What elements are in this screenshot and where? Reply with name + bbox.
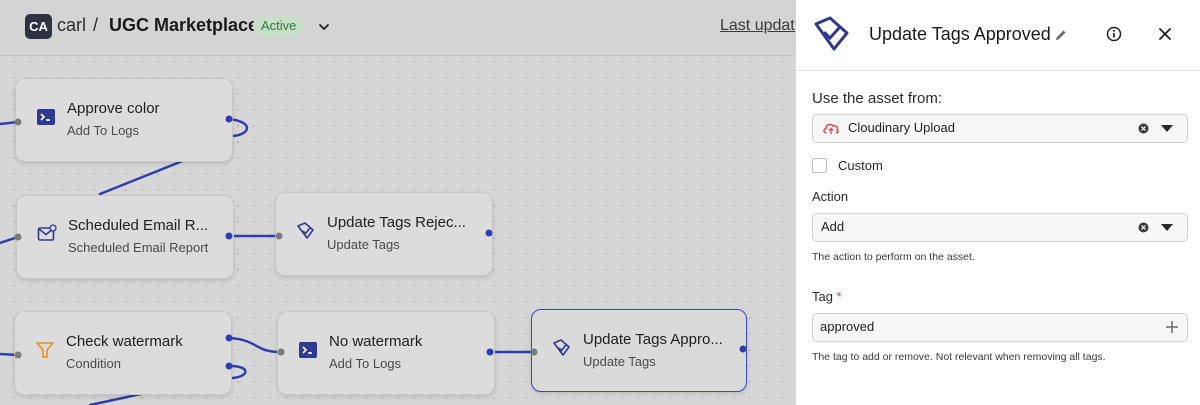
action-label: Action xyxy=(812,189,849,204)
input-port[interactable] xyxy=(14,233,22,241)
node-scheduled-email[interactable]: Scheduled Email R... Scheduled Email Rep… xyxy=(16,195,234,279)
pencil-icon[interactable] xyxy=(1054,28,1068,42)
node-subtitle: Condition xyxy=(66,356,121,371)
node-title: Scheduled Email R... xyxy=(68,217,209,234)
output-port[interactable] xyxy=(739,345,747,353)
node-subtitle: Scheduled Email Report xyxy=(68,240,209,255)
last-updated-link[interactable]: Last update xyxy=(720,17,804,34)
close-icon[interactable] xyxy=(1158,27,1172,41)
input-port[interactable] xyxy=(275,232,283,240)
output-port-true[interactable] xyxy=(225,334,233,342)
edge-approve-to-email xyxy=(98,158,187,196)
node-ports xyxy=(14,115,747,370)
action-value: Add xyxy=(821,219,845,234)
panel-header: Update Tags Approved xyxy=(796,0,1200,71)
node-check-watermark[interactable]: Check watermark Condition xyxy=(14,311,232,395)
source-value: Cloudinary Upload xyxy=(848,120,955,135)
org-avatar[interactable]: CA xyxy=(25,14,52,39)
node-title: Update Tags Appro... xyxy=(583,331,723,348)
node-title: Approve color xyxy=(67,100,160,117)
properties-panel: Update Tags Approved Use the asset from:… xyxy=(795,0,1200,405)
node-subtitle: Update Tags xyxy=(583,354,656,369)
tag-label: Tag * xyxy=(812,289,842,304)
tag-input[interactable]: approved xyxy=(812,313,1188,342)
input-port[interactable] xyxy=(277,348,285,356)
chevron-down-icon[interactable] xyxy=(316,19,332,35)
panel-title: Update Tags Approved xyxy=(869,24,1051,44)
required-marker: * xyxy=(836,289,842,304)
dropdown-caret-icon[interactable] xyxy=(1161,125,1173,133)
terminal-icon xyxy=(299,342,317,358)
dropdown-caret-icon[interactable] xyxy=(1161,224,1173,232)
plus-icon[interactable] xyxy=(1165,320,1179,334)
email-schedule-icon xyxy=(37,224,57,241)
workflow-edges xyxy=(0,117,535,405)
input-port[interactable] xyxy=(14,118,22,126)
node-update-tags-rejected[interactable]: Update Tags Rejec... Update Tags xyxy=(275,192,493,276)
action-select[interactable]: Add xyxy=(812,213,1188,242)
tag-help-text: The tag to add or remove. Not relevant w… xyxy=(812,351,1106,363)
output-port[interactable] xyxy=(225,232,233,240)
input-port[interactable] xyxy=(530,348,538,356)
clear-icon[interactable] xyxy=(1138,222,1149,233)
custom-checkbox[interactable] xyxy=(812,158,827,173)
node-title: Check watermark xyxy=(66,333,183,350)
node-title: Update Tags Rejec... xyxy=(327,214,466,231)
edge-check-out-2 xyxy=(228,364,247,380)
input-port[interactable] xyxy=(14,351,22,359)
source-select[interactable]: Cloudinary Upload xyxy=(812,114,1188,143)
tag-label-text: Tag xyxy=(812,289,833,304)
edge-check-to-nowatermark xyxy=(228,336,282,354)
output-port[interactable] xyxy=(486,348,494,356)
node-update-tags-approved[interactable]: Update Tags Appro... Update Tags xyxy=(531,309,747,392)
cloud-upload-icon xyxy=(823,123,839,134)
source-label: Use the asset from: xyxy=(812,90,943,107)
tag-value[interactable]: approved xyxy=(820,319,875,334)
node-no-watermark[interactable]: No watermark Add To Logs xyxy=(277,311,495,395)
status-badge: Active xyxy=(253,15,305,37)
node-subtitle: Add To Logs xyxy=(329,356,402,371)
tag-icon xyxy=(297,222,314,239)
filter-icon xyxy=(36,342,54,358)
top-bar: CA carl / UGC Marketplace Active Last up… xyxy=(0,0,804,56)
edge-approve-color-out xyxy=(227,117,249,138)
action-help-text: The action to perform on the asset. xyxy=(812,251,975,263)
output-port[interactable] xyxy=(485,229,493,237)
tag-icon xyxy=(814,16,849,51)
breadcrumb-separator: / xyxy=(93,15,99,35)
org-name[interactable]: carl xyxy=(57,15,87,35)
tag-icon xyxy=(553,339,570,356)
node-subtitle: Add To Logs xyxy=(67,123,140,138)
custom-label: Custom xyxy=(838,158,883,173)
node-title: No watermark xyxy=(329,333,423,350)
node-subtitle: Update Tags xyxy=(327,237,400,252)
clear-icon[interactable] xyxy=(1138,123,1149,134)
info-icon[interactable] xyxy=(1106,26,1122,42)
output-port[interactable] xyxy=(225,115,233,123)
terminal-icon xyxy=(37,109,55,125)
output-port-false[interactable] xyxy=(225,362,233,370)
project-name[interactable]: UGC Marketplace xyxy=(109,15,259,35)
